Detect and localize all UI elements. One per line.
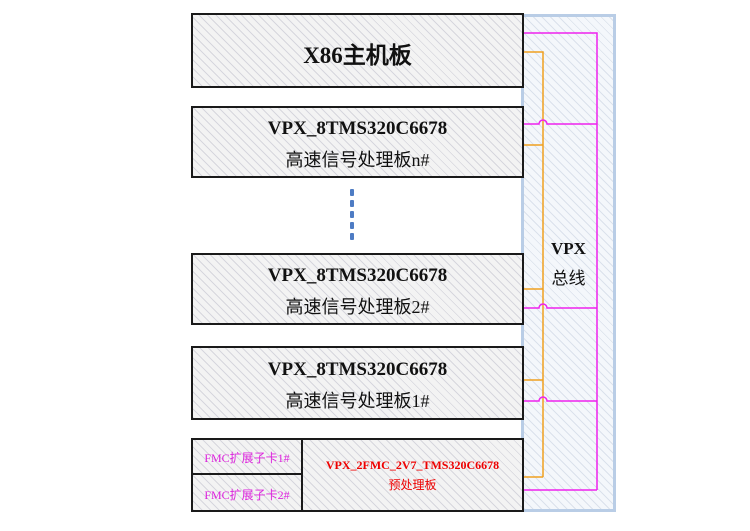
- board-n-model: VPX_8TMS320C6678: [267, 118, 448, 139]
- ellipsis-dot: [350, 211, 354, 218]
- ellipsis-dot: [350, 222, 354, 229]
- ethernet-link-host: [522, 32, 598, 490]
- board-2-model: VPX_8TMS320C6678: [267, 265, 448, 286]
- vpx-bus-title: VPX: [551, 239, 586, 258]
- pcie-link-host: [522, 51, 544, 477]
- preproc-model: VPX_2FMC_2V7_TMS320C6678: [325, 458, 500, 472]
- preproc-name: 预处理板: [388, 478, 437, 492]
- board-n-name: 高速信号处理板n#: [285, 150, 430, 170]
- preprocessing-board: VPX_2FMC_2V7_TMS320C6678 预处理板: [301, 438, 524, 512]
- fmc-card-1-label: FMC扩展子卡1#: [204, 451, 290, 465]
- vpx-bus: VPX 总线: [521, 14, 616, 512]
- board-1-name: 高速信号处理板1#: [285, 391, 430, 411]
- ellipsis-dot: [350, 200, 354, 207]
- x86-host-board: X86主机板: [191, 13, 524, 88]
- ellipsis-dot: [350, 189, 354, 196]
- fmc-card-2: FMC扩展子卡2#: [191, 473, 303, 512]
- board-2-name: 高速信号处理板2#: [285, 297, 430, 317]
- ethernet-link-board-2: [522, 303, 597, 309]
- dsp-board-1: VPX_8TMS320C6678 高速信号处理板1#: [191, 346, 524, 420]
- dsp-board-n: VPX_8TMS320C6678 高速信号处理板n#: [191, 106, 524, 178]
- board-1-model: VPX_8TMS320C6678: [267, 359, 448, 380]
- vpx-bus-subtitle: 总线: [551, 269, 586, 289]
- fmc-card-2-label: FMC扩展子卡2#: [204, 488, 290, 502]
- host-board-label: X86主机板: [303, 43, 412, 68]
- dsp-board-2: VPX_8TMS320C6678 高速信号处理板2#: [191, 253, 524, 325]
- ethernet-link-board-n: [522, 119, 597, 125]
- ethernet-link-board-1: [522, 396, 597, 402]
- ellipsis-dot: [350, 233, 354, 240]
- fmc-card-1: FMC扩展子卡1#: [191, 438, 303, 475]
